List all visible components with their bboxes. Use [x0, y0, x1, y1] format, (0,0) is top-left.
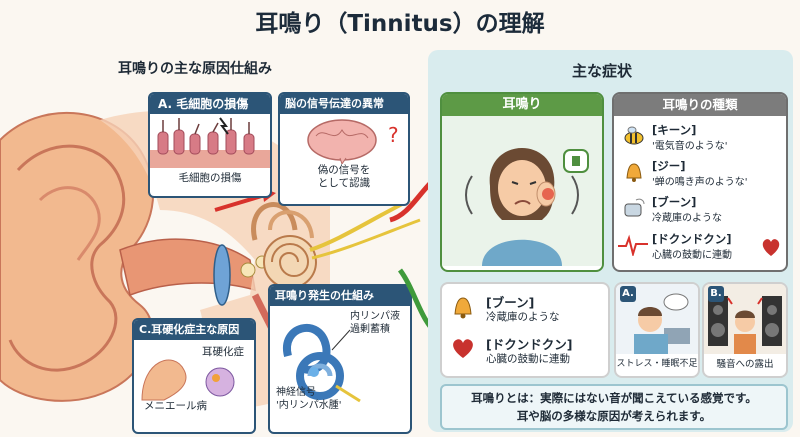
type-dokun-name: [ドクンドクン] [652, 232, 732, 246]
hair-cell-damage-label: 毛細胞の損傷 [178, 172, 242, 184]
mechanism-card: 耳鳴り発生の仕組み 内リンパ液 過剰蓄積 神経信号 '内リンパ水腫' [268, 284, 412, 434]
type-kiin-desc: '電気音のような' [652, 141, 728, 152]
bell-icon [622, 160, 646, 184]
bee-icon [622, 124, 646, 148]
summary-line-1: 耳鳴りとは：実際にはない音が聞こえている感覚です。 [471, 391, 757, 405]
hair-cells-illustration [150, 117, 270, 168]
otosclerosis-illustration [141, 359, 235, 401]
summary-line-2: 耳や脳の多様な原因が考えられます。 [516, 409, 712, 423]
type-buun-desc: 冷蔵庫のような [652, 213, 722, 224]
types-panel-title: 耳鳴りの種類 [614, 94, 786, 116]
ear-anatomy-illustration [0, 111, 421, 411]
cause-a-tag: A. [620, 286, 636, 302]
page-title: 耳鳴り（Tinnitus）の理解 [255, 11, 545, 37]
example-dokun-name: [ドクンドクン] [486, 337, 573, 352]
heartbeat-icon [618, 234, 648, 258]
cause-a-card: A. ストレス・睡眠不足 [614, 282, 700, 378]
cause-b-card: B. 騒音への露出 [702, 282, 788, 378]
tinnitus-panel-title: 耳鳴り [442, 94, 602, 116]
hair-cell-damage-card: A. 毛細胞の損傷 毛細胞の損傷 [148, 92, 272, 198]
example-sounds-box: [ブーン] 冷蔵庫のような [ドクンドクン] 心臓の鼓動に連動 [440, 282, 610, 378]
type-buun-name: [ブーン] [652, 195, 697, 209]
hair-cell-damage-title: A. 毛細胞の損傷 [150, 94, 270, 114]
mechanism-title: 耳鳴り発生の仕組み [270, 286, 410, 306]
brain-signal-label-1: 偽の信号を [317, 164, 371, 176]
tinnitus-person-panel: 耳鳴り [440, 92, 604, 272]
symptoms-heading: 主な症状 [572, 62, 633, 80]
brain-icon: ? [307, 119, 399, 164]
brain-signal-title: 脳の信号伝達の異常 [280, 94, 408, 114]
summary-box: 耳鳴りとは：実際にはない音が聞こえている感覚です。 耳や脳の多様な原因が考えられ… [440, 384, 788, 430]
example-buun-desc: 冷蔵庫のような [486, 311, 560, 323]
type-jii-name: [ジー] [652, 159, 686, 173]
bell-icon [450, 294, 476, 320]
type-jii-desc: '蝉の鳴き声のような' [652, 177, 748, 188]
type-kiin-name: [キーン] [652, 123, 697, 137]
heart-icon [760, 236, 782, 258]
inner-ear-icon [282, 324, 361, 403]
accumulation-label: 過剰蓄積 [350, 324, 390, 335]
cause-b-tag: B. [708, 286, 724, 302]
tinnitus-types-panel: 耳鳴りの種類 [キーン] '電気音のような' [ジー] '蝉の鳴き声のような' … [612, 92, 788, 272]
causes-heading: 耳鳴りの主な原因仕組み [118, 61, 272, 77]
brain-signal-label-2: として認識 [317, 177, 371, 189]
speakers-icon [704, 284, 786, 354]
example-dokun-desc: 心臓の鼓動に連動 [486, 353, 570, 365]
otosclerosis-card: C.耳硬化症主な原因 耳硬化症 メニエール病 [132, 318, 256, 434]
brain-signal-card: 脳の信号伝達の異常 ? 偽の信号を として認識 [278, 92, 410, 206]
cause-a-label: ストレス・睡眠不足 [616, 359, 698, 369]
nerve-signal-label: 神経信号 [276, 387, 316, 398]
example-buun-name: [ブーン] [486, 295, 535, 310]
otosclerosis-label: 耳硬化症 [202, 346, 244, 358]
fan-icon [622, 196, 646, 220]
type-dokun-desc: 心臓の鼓動に連動 [652, 250, 732, 261]
heart-icon [448, 336, 478, 360]
hydrops-label: '内リンパ水腫' [276, 400, 342, 411]
otosclerosis-title: C.耳硬化症主な原因 [134, 320, 254, 340]
menieres-label: メニエール病 [144, 400, 207, 412]
cause-b-label: 騒音への露出 [716, 359, 774, 370]
endolymph-label: 内リンパ液 [350, 311, 400, 322]
svg-text:?: ? [388, 123, 399, 147]
person-holding-ear-icon [442, 116, 602, 266]
